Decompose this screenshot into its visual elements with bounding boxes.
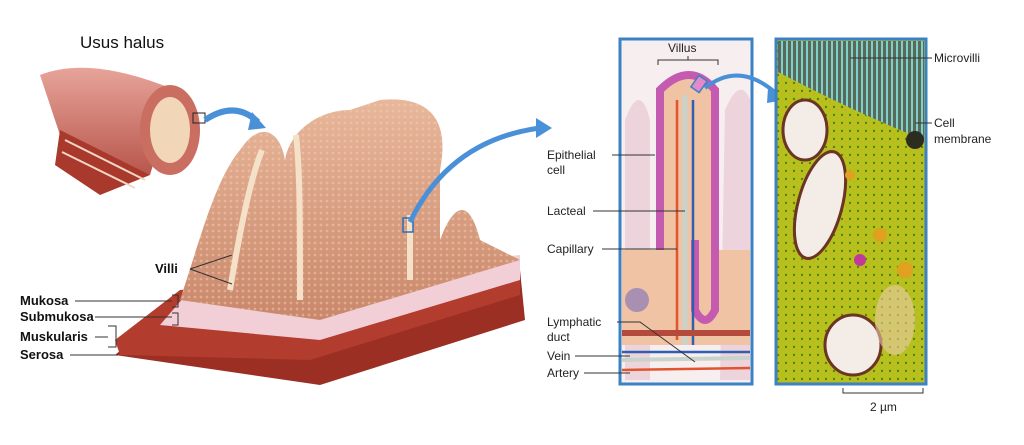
label-lymphatic-duct-line1: Lymphatic — [547, 315, 601, 329]
label-artery: Artery — [547, 366, 579, 380]
electron-micrograph-panel — [774, 37, 928, 386]
label-villus: Villus — [668, 41, 696, 55]
zoom-arrow-3 — [703, 73, 780, 97]
villi-cross-section-illustration — [115, 99, 525, 385]
label-lymphatic-duct-line2: duct — [547, 330, 570, 344]
scale-bar — [842, 388, 924, 394]
label-lacteal: Lacteal — [547, 204, 586, 218]
label-epithelial-cell-line1: Epithelial — [547, 148, 596, 162]
label-muskularis: Muskularis — [20, 329, 88, 344]
label-cell-membrane-line1: Cell — [934, 116, 955, 130]
intestine-tube-illustration — [40, 67, 206, 195]
label-capillary: Capillary — [547, 242, 594, 256]
scale-label: 2 µm — [870, 400, 897, 414]
label-mukosa: Mukosa — [20, 293, 69, 308]
label-submukosa: Submukosa — [20, 309, 94, 324]
label-serosa: Serosa — [20, 347, 64, 362]
zoom-arrow-1 — [203, 107, 261, 125]
diagram-title: Usus halus — [80, 33, 164, 52]
zoom-arrow-2 — [407, 125, 541, 224]
label-cell-membrane-line2: membrane — [934, 132, 992, 146]
label-vein: Vein — [547, 349, 570, 363]
label-villi: Villi — [155, 261, 178, 276]
label-microvilli: Microvilli — [934, 51, 980, 65]
villus-panel — [618, 37, 754, 386]
label-epithelial-cell-line2: cell — [547, 163, 565, 177]
